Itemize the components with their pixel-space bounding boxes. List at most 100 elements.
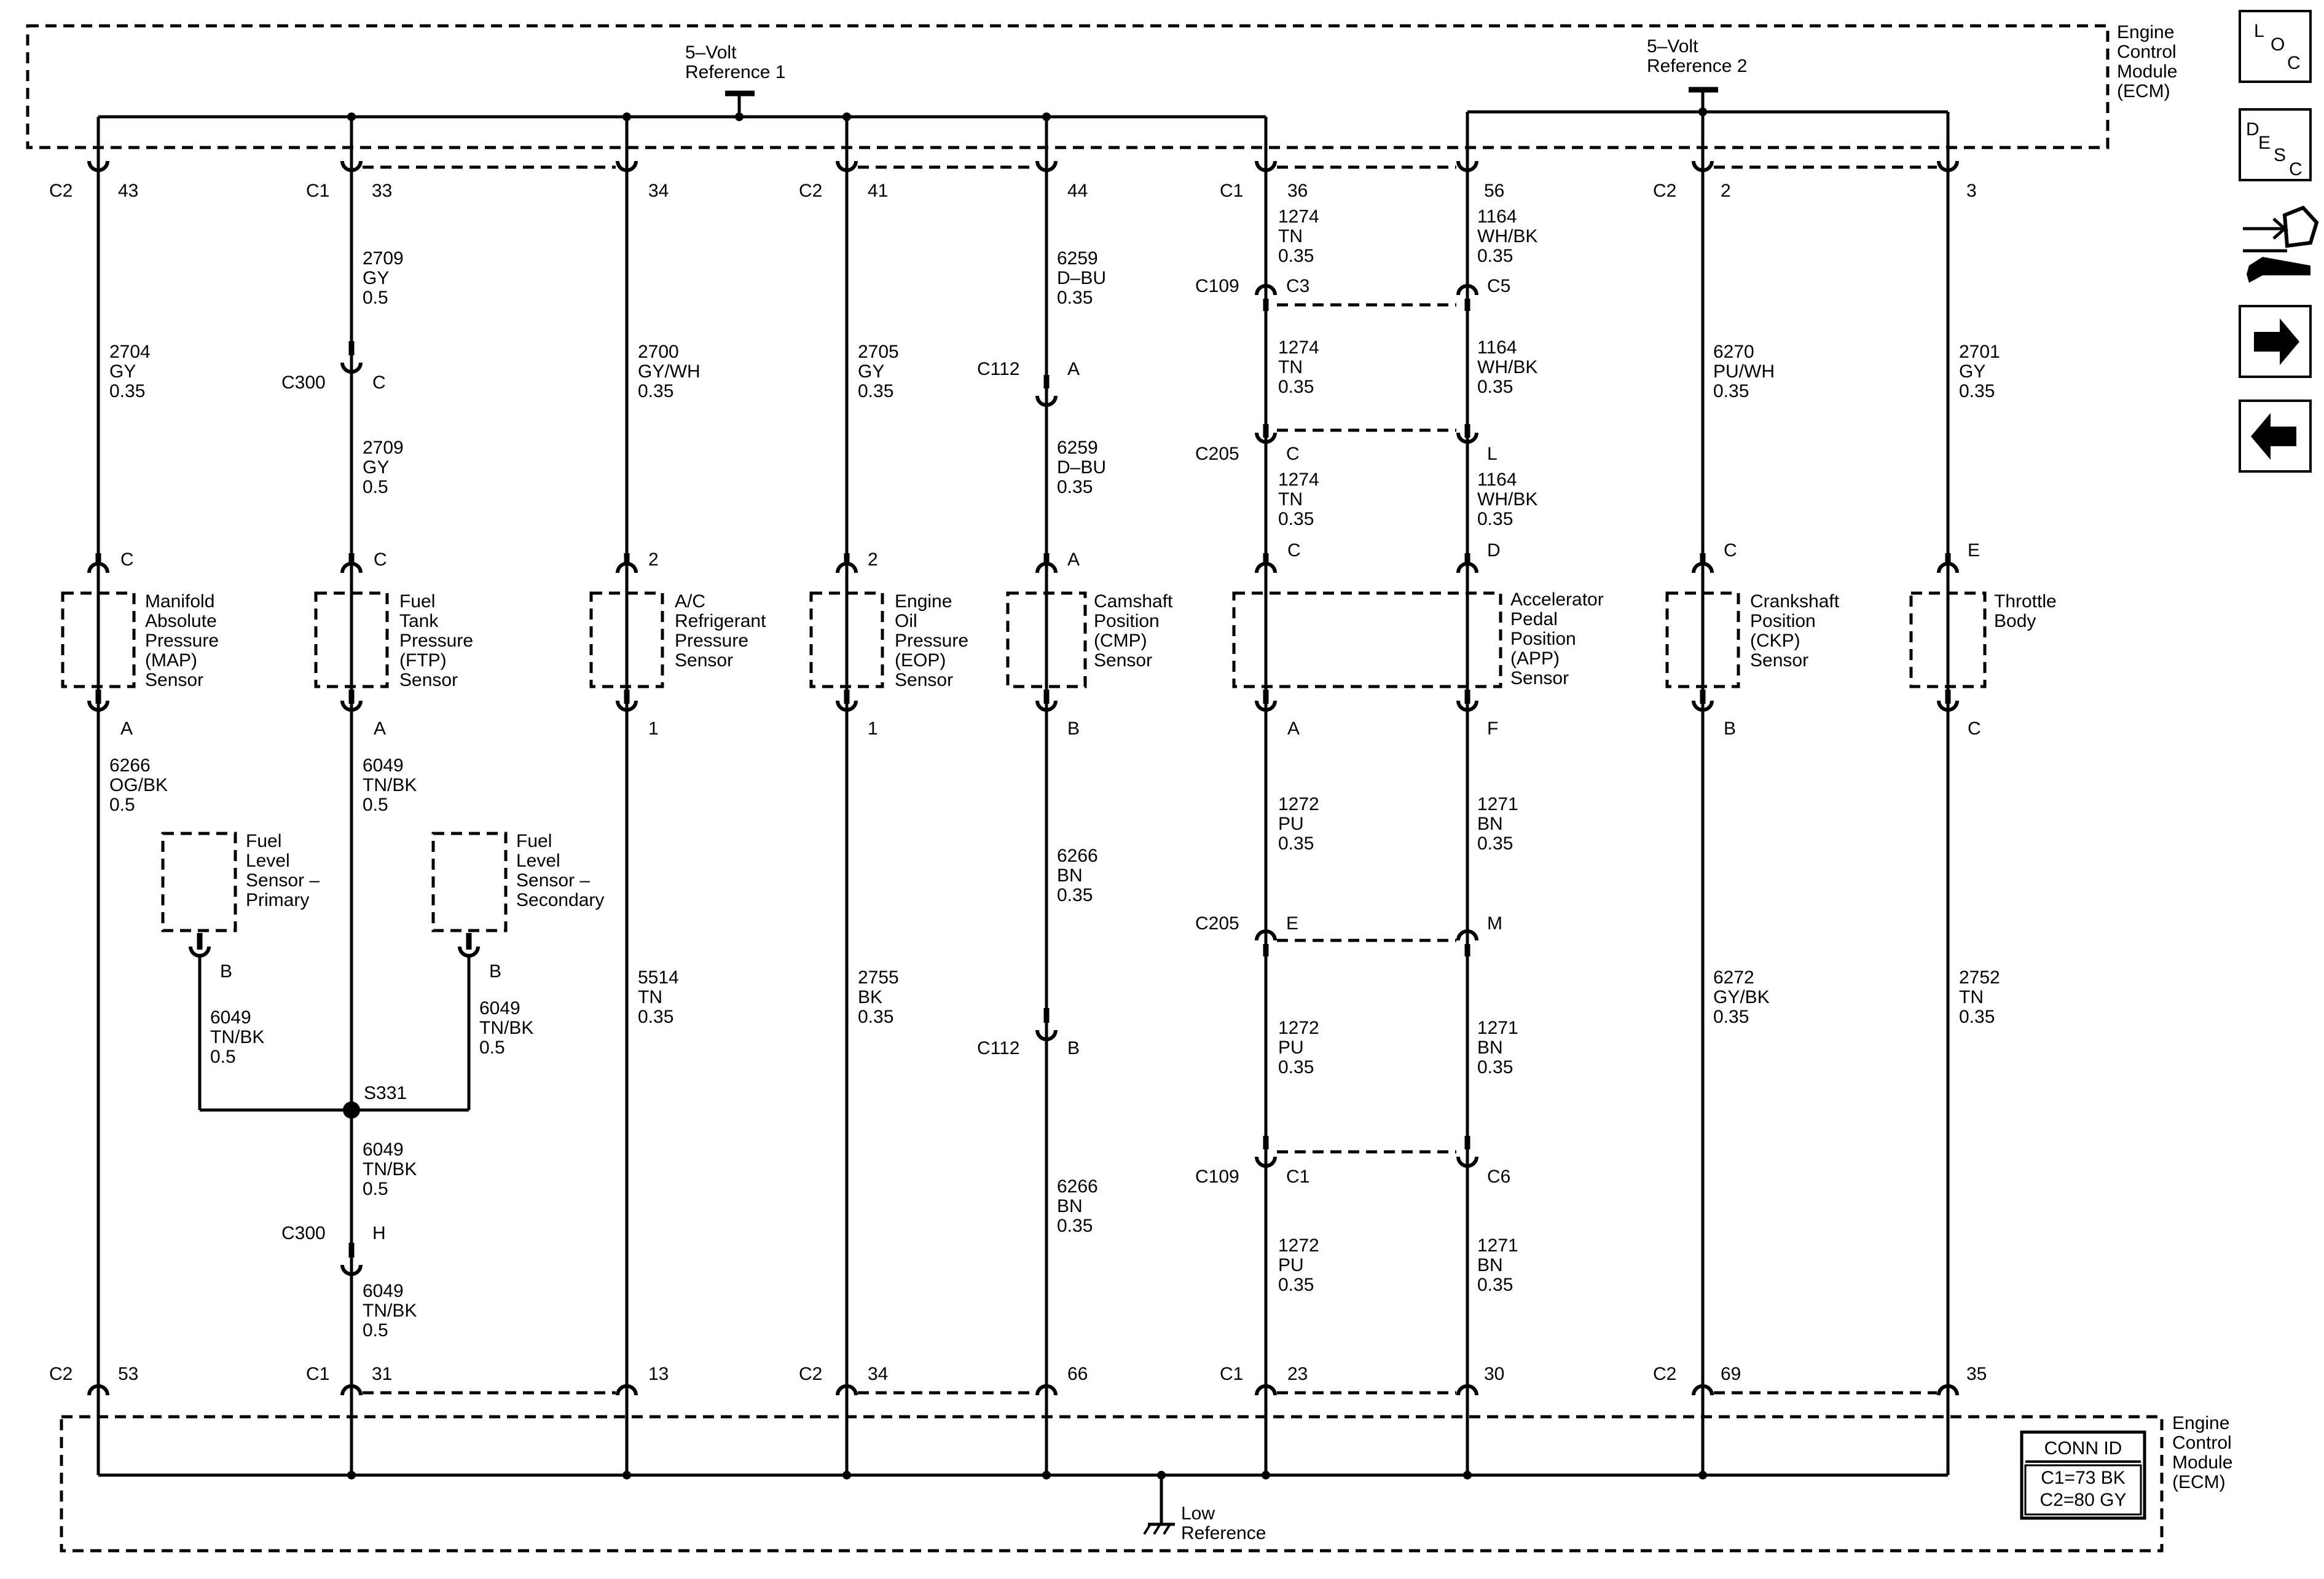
svg-text:0.5: 0.5	[363, 288, 388, 308]
low-reference-ground	[1143, 1471, 1175, 1535]
svg-text:1274: 1274	[1278, 337, 1319, 358]
svg-text:TN: TN	[1278, 489, 1303, 510]
svg-text:(CMP): (CMP)	[1094, 631, 1147, 651]
svg-text:5–Volt: 5–Volt	[1647, 36, 1698, 57]
svg-text:53: 53	[118, 1364, 138, 1384]
fuel-level-sensor-primary: B Fuel Level Sensor – Primary	[161, 831, 320, 1110]
svg-text:Module: Module	[2172, 1452, 2232, 1473]
svg-text:GY: GY	[363, 268, 389, 288]
ecm-label-bottom: Engine Control Module (ECM)	[2172, 1413, 2232, 1492]
svg-text:41: 41	[868, 181, 888, 201]
svg-text:(ECM): (ECM)	[2172, 1472, 2226, 1492]
svg-text:OG/BK: OG/BK	[109, 775, 168, 795]
svg-text:E: E	[1286, 913, 1298, 934]
svg-text:0.35: 0.35	[1278, 246, 1314, 266]
svg-text:TN: TN	[1278, 226, 1303, 246]
svg-text:0.35: 0.35	[1713, 1007, 1749, 1027]
svg-text:C2: C2	[799, 1364, 822, 1384]
svg-text:A: A	[1067, 549, 1080, 570]
svg-text:WH/BK: WH/BK	[1477, 226, 1537, 246]
svg-text:1271: 1271	[1477, 1018, 1518, 1038]
ftp-sensor: C A Fuel Tank Pressure (FTP) Sensor	[314, 549, 473, 739]
svg-text:A: A	[120, 719, 133, 739]
svg-text:6049: 6049	[363, 755, 404, 776]
svg-text:BN: BN	[1477, 1038, 1503, 1058]
conn-id-c1: C1=73 BK	[2041, 1468, 2126, 1488]
bus-junctions	[347, 108, 1707, 1479]
svg-text:A: A	[374, 719, 386, 739]
ecm-top-box	[26, 24, 2110, 149]
svg-text:Low: Low	[1181, 1503, 1215, 1524]
svg-text:0.35: 0.35	[1278, 1057, 1314, 1077]
svg-text:Pressure: Pressure	[675, 631, 748, 651]
svg-text:Accelerator: Accelerator	[1510, 589, 1604, 610]
schematic-icon[interactable]	[2243, 205, 2319, 283]
svg-text:WH/BK: WH/BK	[1477, 357, 1537, 377]
svg-text:6266: 6266	[109, 755, 151, 776]
svg-text:0.35: 0.35	[1278, 377, 1314, 397]
svg-text:TN/BK: TN/BK	[210, 1027, 264, 1047]
svg-text:6049: 6049	[479, 998, 520, 1018]
svg-text:6049: 6049	[363, 1281, 404, 1301]
svg-text:TN/BK: TN/BK	[363, 775, 417, 795]
svg-text:Engine: Engine	[2117, 22, 2174, 42]
svg-text:Throttle: Throttle	[1994, 591, 2057, 612]
svg-text:0.5: 0.5	[109, 795, 135, 815]
svg-text:Position: Position	[1750, 611, 1816, 631]
svg-text:Absolute: Absolute	[145, 611, 217, 631]
svg-text:BK: BK	[858, 987, 882, 1007]
svg-text:0.5: 0.5	[210, 1047, 236, 1067]
svg-text:1164: 1164	[1477, 337, 1517, 358]
ac-refrigerant-pressure-sensor: 2 1 A/C Refrigerant Pressure Sensor	[589, 549, 766, 739]
svg-text:TN: TN	[1959, 987, 1984, 1007]
desc-icon[interactable]: D E S C	[2239, 108, 2312, 181]
svg-text:A/C: A/C	[675, 591, 705, 612]
svg-text:C: C	[1287, 540, 1301, 561]
svg-text:C1: C1	[306, 1364, 329, 1384]
svg-text:Pressure: Pressure	[895, 631, 968, 651]
svg-text:Secondary: Secondary	[516, 890, 604, 910]
svg-text:Fuel: Fuel	[516, 831, 552, 851]
svg-text:(CKP): (CKP)	[1750, 631, 1800, 651]
svg-text:C112: C112	[977, 359, 1020, 379]
svg-text:6272: 6272	[1713, 967, 1754, 988]
svg-text:Camshaft: Camshaft	[1094, 591, 1173, 612]
prev-arrow-icon[interactable]	[2239, 400, 2312, 473]
ref2-label: 5–Volt Reference 2	[1647, 36, 1747, 76]
svg-text:GY: GY	[858, 361, 884, 382]
svg-text:66: 66	[1067, 1364, 1088, 1384]
svg-text:30: 30	[1484, 1364, 1504, 1384]
svg-text:5–Volt: 5–Volt	[685, 42, 737, 63]
svg-text:D: D	[2246, 119, 2259, 140]
svg-text:36: 36	[1287, 181, 1308, 201]
svg-text:B: B	[1067, 719, 1080, 739]
svg-text:Sensor: Sensor	[1750, 650, 1808, 671]
svg-text:Manifold: Manifold	[145, 591, 214, 612]
svg-text:C1: C1	[1220, 181, 1243, 201]
svg-text:Body: Body	[1994, 611, 2036, 631]
svg-text:D–BU: D–BU	[1057, 268, 1106, 288]
next-arrow-icon[interactable]	[2239, 305, 2312, 378]
svg-text:C1: C1	[306, 181, 329, 201]
svg-text:Reference 2: Reference 2	[1647, 56, 1747, 76]
svg-text:1164: 1164	[1477, 207, 1517, 227]
svg-text:Refrigerant: Refrigerant	[675, 611, 766, 631]
loc-icon[interactable]: L O C	[2239, 10, 2312, 83]
svg-text:Level: Level	[516, 851, 560, 871]
svg-text:0.35: 0.35	[1057, 885, 1093, 905]
svg-text:C: C	[1286, 444, 1300, 464]
svg-text:5514: 5514	[638, 967, 679, 988]
svg-text:Position: Position	[1510, 629, 1576, 649]
svg-text:3: 3	[1966, 181, 1977, 201]
ecm-bottom-connectors	[87, 1384, 1959, 1396]
svg-text:C1: C1	[1220, 1364, 1243, 1384]
conn-id-c2: C2=80 GY	[2040, 1490, 2127, 1510]
svg-text:0.35: 0.35	[1959, 381, 1995, 401]
svg-text:C112: C112	[977, 1038, 1020, 1058]
svg-text:(MAP): (MAP)	[145, 650, 197, 671]
svg-text:H: H	[372, 1223, 386, 1243]
svg-text:(ECM): (ECM)	[2117, 81, 2170, 101]
svg-text:Control: Control	[2172, 1433, 2232, 1453]
